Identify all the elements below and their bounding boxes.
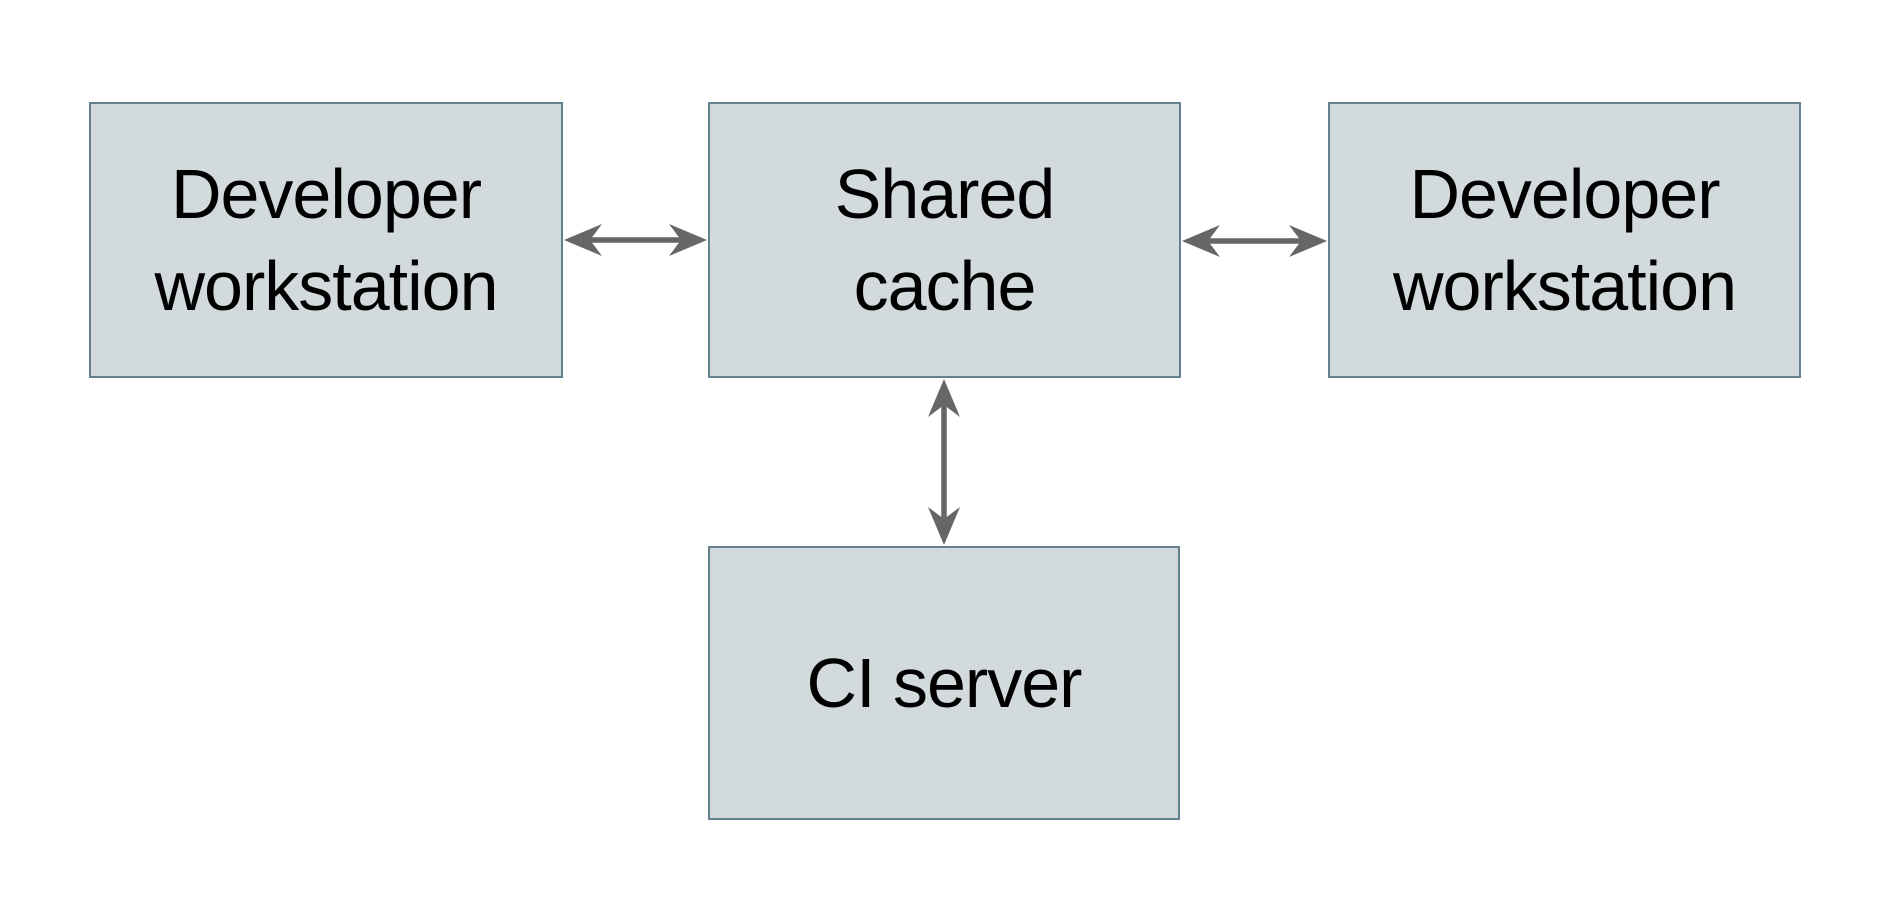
node-ci-server: CI server xyxy=(708,546,1180,820)
node-label-shared-cache: Shared cache xyxy=(834,154,1056,325)
bidirectional-arrow-shared-cache-ci-server xyxy=(928,379,960,545)
node-label-developer-workstation-left: Developer workstation xyxy=(154,154,498,325)
arrowhead-right-icon xyxy=(1289,225,1327,257)
node-developer-workstation-right: Developer workstation xyxy=(1328,102,1801,378)
node-label-ci-server: CI server xyxy=(806,643,1083,722)
bidirectional-arrow-left-workstation-shared-cache xyxy=(564,224,707,256)
node-label-developer-workstation-right: Developer workstation xyxy=(1392,154,1737,325)
arrowhead-right-icon xyxy=(669,224,707,256)
node-shared-cache: Shared cache xyxy=(708,102,1181,378)
bidirectional-arrow-shared-cache-right-workstation xyxy=(1182,225,1327,257)
node-developer-workstation-left: Developer workstation xyxy=(89,102,563,378)
arrowhead-down-icon xyxy=(928,507,960,545)
arrowhead-up-icon xyxy=(928,379,960,417)
arrowhead-left-icon xyxy=(1182,225,1220,257)
arrowhead-left-icon xyxy=(564,224,602,256)
